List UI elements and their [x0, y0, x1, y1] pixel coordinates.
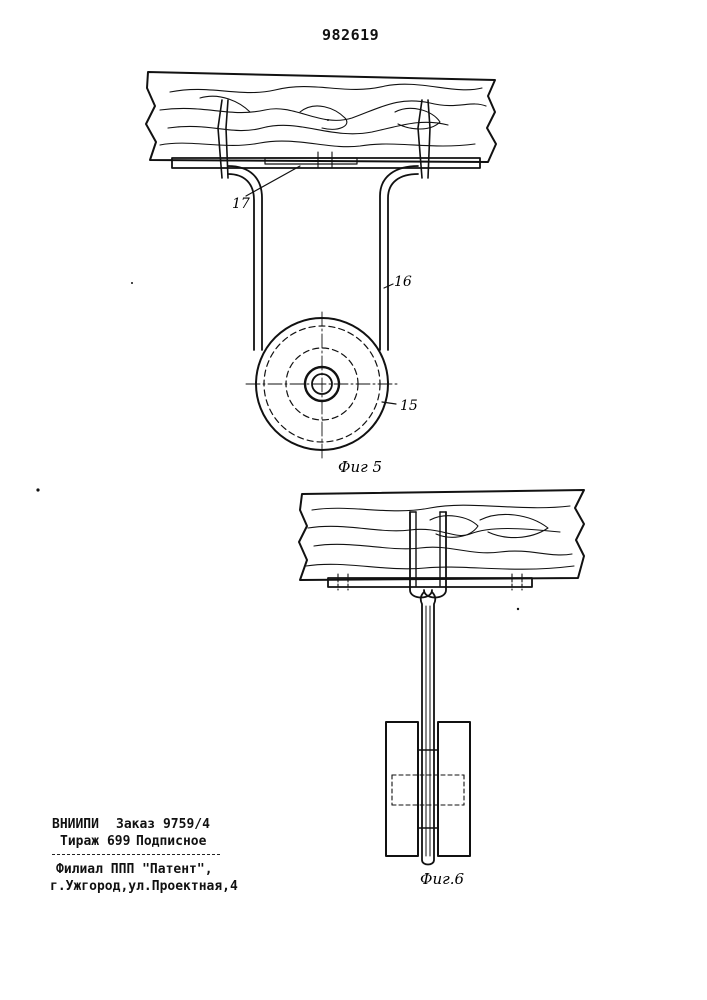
fig5-label-15: 15: [400, 398, 418, 414]
fig5-label-17: 17: [232, 196, 250, 212]
fig6-bracket-inner: [416, 512, 440, 586]
fig5-hanger-right-inner: [388, 174, 418, 350]
fig6-axle-hidden: [392, 775, 464, 805]
fig6-link: [421, 592, 436, 865]
fig5-hanger-right-outer: [380, 166, 418, 350]
fig6-drawing: [299, 490, 584, 865]
fig5-leader-17: [246, 166, 300, 196]
fig5-beam-outline: [146, 72, 496, 162]
fig5-label-16: 16: [394, 274, 412, 290]
imprint-subscription: Подписное: [136, 834, 206, 849]
imprint-divider: [52, 854, 220, 855]
imprint-branch: Филиал ППП "Патент",: [56, 862, 213, 877]
fig5-wood-grain: [160, 84, 486, 147]
fig6-roller-left: [386, 722, 418, 856]
fig6-roller-hub: [418, 750, 438, 828]
imprint-org: ВНИИПИ: [52, 817, 99, 832]
fig6-caption: Фиг.6: [420, 870, 464, 888]
fig6-beam-outline: [299, 490, 584, 580]
imprint-address: г.Ужгород,ул.Проектная,4: [50, 879, 238, 894]
fig5-drawing: [146, 72, 496, 458]
imprint-order: Заказ 9759/4: [116, 817, 210, 832]
fig5-hanger-left-outer: [228, 166, 262, 350]
fig5-right-spike: [418, 100, 430, 178]
imprint-circulation: Тираж 699: [60, 834, 130, 849]
speck: [36, 488, 39, 491]
fig5-caption: Фиг 5: [338, 458, 382, 476]
fig6-roller-right: [438, 722, 470, 856]
